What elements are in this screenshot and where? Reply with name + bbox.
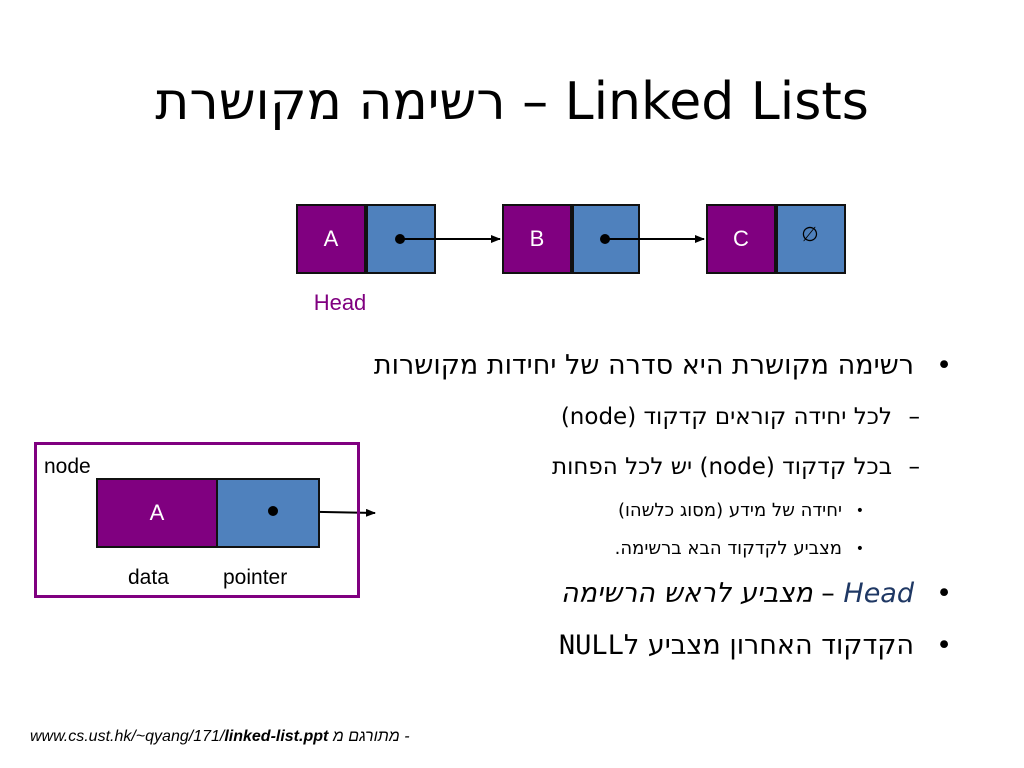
node-c-pointer-box <box>776 204 846 274</box>
node-a-data-box: A <box>296 204 366 274</box>
bullet-3-null: NULL <box>558 630 624 661</box>
bullet-3-text: הקדקוד האחרון מצביע ל <box>623 630 914 661</box>
data-label: data <box>128 566 169 589</box>
pointer-label: pointer <box>223 566 288 589</box>
node-b-data-label: B <box>529 226 545 251</box>
bullet-2-text: מצביע לראש הרשימה <box>560 578 813 609</box>
title-english: Linked Lists <box>564 72 869 132</box>
bullet-1-2-2: • מצביע לקדקוד הבא ברשימה. <box>614 538 864 559</box>
node-diagram-data-value: A <box>149 500 165 525</box>
footer-source: www.cs.ust.hk/~qyang/171/linked-list.ppt… <box>30 728 410 746</box>
footer-url-prefix: www.cs.ust.hk/~qyang/171/ <box>30 728 225 745</box>
bullet-1-1-paren: (node) <box>560 404 637 430</box>
bullet-2-dash: – <box>821 578 835 609</box>
bullet-1-2-1: • יחידה של מידע (מסוג כלשהו) <box>617 500 864 521</box>
bullet-1-2-paren: (node) <box>699 454 775 480</box>
node-b-pointer-dot <box>600 234 610 244</box>
title-separator: – <box>522 72 549 132</box>
bullet-2: • Head – מצביע לראש הרשימה <box>560 578 952 609</box>
bullet-1-1: – לכל יחידה קוראים קדקוד (node) <box>560 404 920 430</box>
node-diagram-data-box: A <box>96 478 218 548</box>
node-diagram-label: node <box>44 455 91 478</box>
bullet-1-2-2-text: מצביע לקדקוד הבא ברשימה. <box>614 538 842 559</box>
bullet-list: • רשימה מקושרת היא סדרה של יחידות מקושרו… <box>354 340 952 672</box>
node-diagram-pointer-dot <box>268 506 278 516</box>
bullet-1-1-text: לכל יחידה קוראים קדקוד <box>643 404 893 430</box>
title-hebrew: רשימה מקושרת <box>155 72 506 132</box>
bullet-2-head: Head <box>843 578 914 609</box>
node-diagram-frame <box>34 442 360 598</box>
footer-url-bold: linked-list.ppt <box>224 728 329 745</box>
head-label: Head <box>313 290 367 315</box>
node-b-data-box: B <box>502 204 572 274</box>
bullet-3: • הקדקוד האחרון מצביע לNULL <box>558 630 952 661</box>
bullet-1-2-pre: בכל קדקוד <box>782 454 892 480</box>
bullet-1: • רשימה מקושרת היא סדרה של יחידות מקושרו… <box>373 350 952 381</box>
node-a-pointer-dot <box>395 234 405 244</box>
bullet-1-text: רשימה מקושרת היא סדרה של יחידות מקושרות <box>373 350 914 381</box>
node-a-data-label: A <box>323 226 339 251</box>
node-c-data-box: C <box>706 204 776 274</box>
bullet-1-2-post: יש לכל הפחות <box>551 454 693 480</box>
bullet-1-2-1-text: יחידה של מידע (מסוג כלשהו) <box>617 500 842 521</box>
null-symbol: ∅ <box>801 222 819 246</box>
node-c-data-label: C <box>733 226 749 251</box>
footer-suffix: - מתורגם מ <box>332 728 410 745</box>
slide-title: רשימה מקושרת – Linked Lists <box>40 62 984 142</box>
bullet-1-2: – בכל קדקוד (node) יש לכל הפחות <box>551 454 920 480</box>
